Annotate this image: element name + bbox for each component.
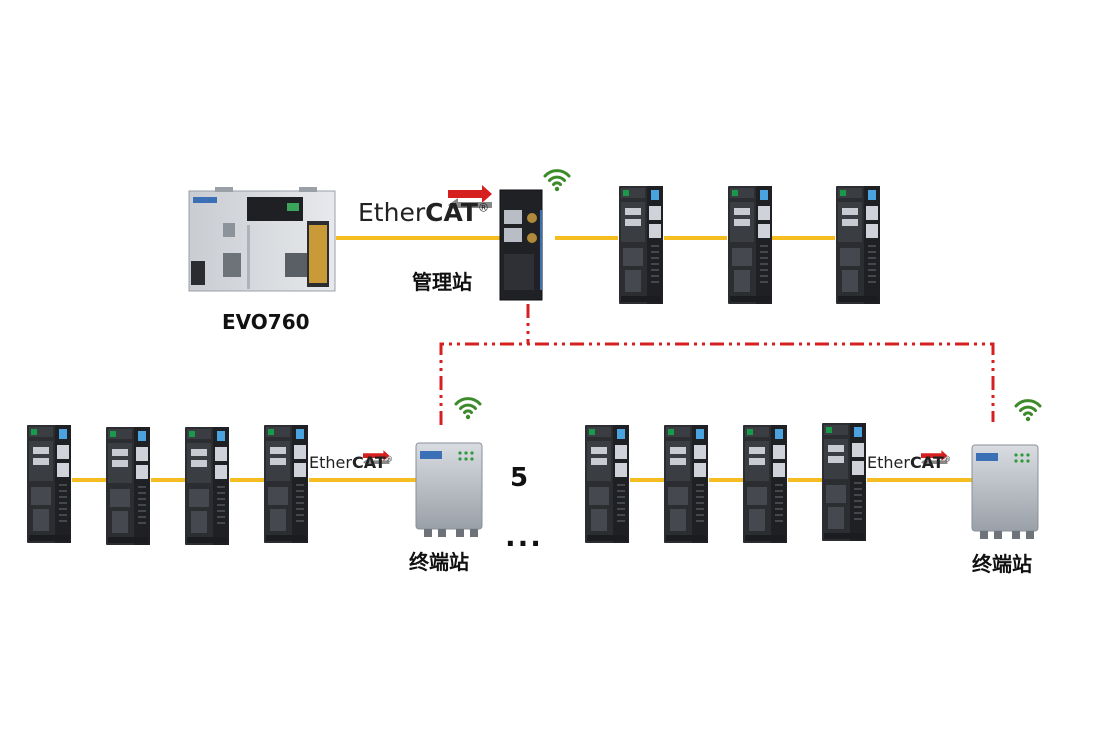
ethercat-logo-cat: CAT [425,198,478,227]
servo-drive [184,426,230,546]
plc-controller [188,187,336,292]
servo-drive [821,422,867,542]
ethercat-logo: EtherCAT® [309,453,393,472]
wireless-terminal-box [415,442,483,538]
wireless-links [439,304,995,425]
ellipsis-label: ... [505,520,543,553]
servo-drive [663,424,709,544]
ethercat-logo-cat: CAT [351,453,386,472]
wifi-icon [543,169,571,193]
wifi-icon [454,397,482,421]
ethercat-logo-mark: ® [477,201,490,215]
ethercat-logo-ether: Ether [867,453,910,472]
wireless-link-bus [439,342,995,425]
ethercat-logo-ether: Ether [358,198,426,227]
station-count-label: 5 [510,463,529,493]
servo-drive [618,185,664,305]
servo-drives-right [584,422,867,544]
terminal-station-label: 终端站 [972,552,1032,576]
servo-drive [584,424,630,544]
servo-drive [727,185,773,305]
servo-drives-left [26,424,309,546]
ethercat-logo-cat: CAT [909,453,944,472]
servo-drive [105,426,151,546]
servo-drive [263,424,309,544]
ethercat-logo-mark: ® [385,454,393,464]
servo-drive [742,424,788,544]
servo-drives-top [618,185,881,305]
ethercat-lines [72,236,972,482]
ethercat-logo-ether: Ether [309,453,352,472]
servo-drive [835,185,881,305]
management-gateway [499,189,543,301]
wireless-terminal-box [971,444,1039,540]
ethercat-logo: EtherCAT® [867,453,951,472]
ethercat-logo: EtherCAT® [358,198,489,227]
wifi-icon [1014,399,1042,423]
terminal-station-label: 终端站 [409,550,469,574]
ethercat-logo-mark: ® [943,454,951,464]
servo-drive [26,424,72,544]
controller-label: EVO760 [222,310,310,334]
management-station-label: 管理站 [412,270,472,294]
